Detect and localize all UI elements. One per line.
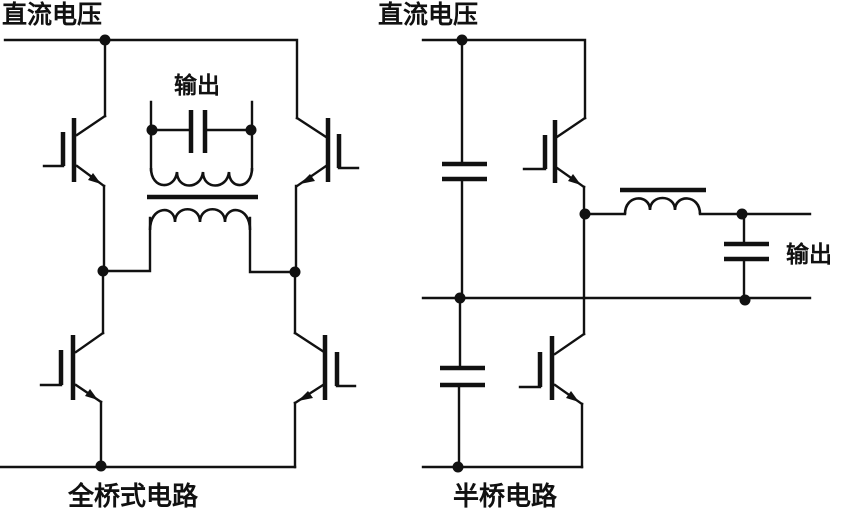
half-bridge-dc-voltage-label: 直流电压: [378, 0, 479, 29]
half-bridge-bottom-node: [452, 461, 464, 473]
half-bridge-title: 半桥电路: [453, 482, 558, 512]
half-bridge-output-bottom-node: [739, 294, 751, 306]
igbt-lower-left: [39, 269, 105, 469]
transformer-secondary-coil: [149, 167, 254, 187]
full-bridge-output-label: 输出: [174, 72, 220, 99]
igbt-upper-right: [294, 116, 360, 272]
igbt-upper-half-bridge: [522, 116, 587, 300]
igbt-upper-left: [42, 114, 107, 272]
half-bridge-lower-capacitor: [440, 296, 485, 469]
output-inductor-coil: [623, 196, 702, 215]
half-bridge-output-label: 输出: [786, 241, 832, 268]
igbt-lower-right: [293, 270, 357, 469]
full-bridge-dc-voltage-label: 直流电压: [2, 0, 103, 29]
half-bridge-output-capacitor: [724, 212, 769, 300]
full-bridge-circuit: [0, 34, 360, 472]
half-bridge-output-top-node: [736, 208, 748, 220]
full-bridge-title: 全桥式电路: [68, 482, 199, 512]
half-bridge-upper-capacitor: [442, 38, 487, 300]
transformer-primary-coil: [148, 207, 252, 231]
igbt-lower-half-bridge: [518, 296, 586, 469]
half-bridge-circuit: [421, 34, 812, 473]
half-bridge-top-rail: [421, 38, 587, 120]
full-bridge-bottom-node: [95, 460, 107, 472]
full-bridge-output-capacitor: [146, 110, 257, 153]
